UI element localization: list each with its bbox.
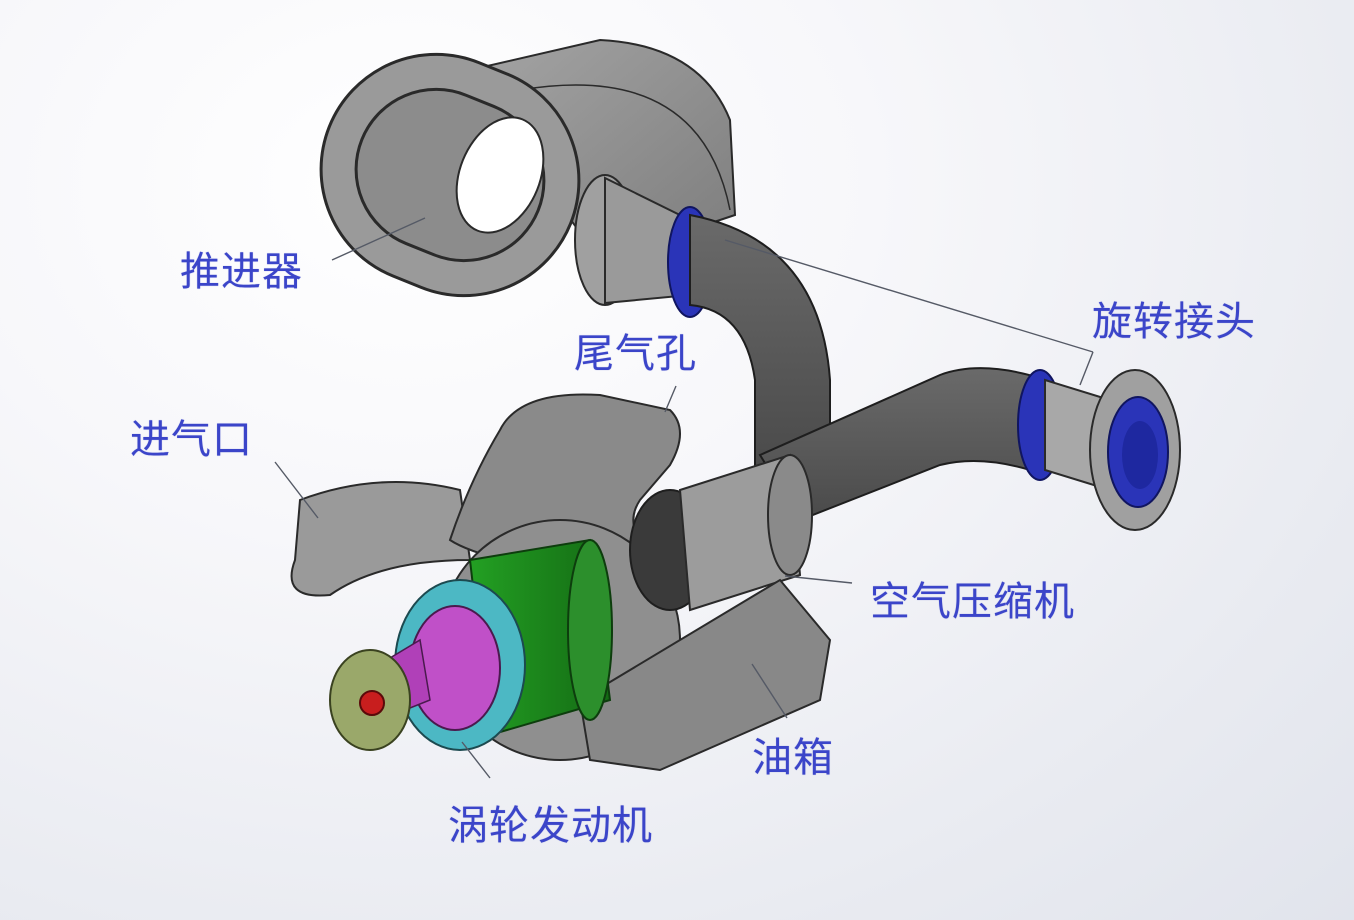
label-air-compressor: 空气压缩机 [870, 579, 1075, 625]
label-rotary-joint: 旋转接头 [1092, 299, 1256, 345]
label-exhaust-port: 尾气孔 [574, 331, 697, 377]
label-oil-tank: 油箱 [752, 735, 834, 781]
leader-line-oil-tank [751, 663, 788, 719]
label-thruster: 推进器 [180, 249, 303, 295]
air-compressor-part [629, 453, 813, 612]
leader-line-rotary-joint-b [1079, 351, 1094, 386]
thruster-coupling [574, 174, 713, 318]
leader-line-thruster [331, 217, 426, 261]
turbine-engine-part [329, 538, 613, 751]
leader-line-rotary-joint-a [724, 239, 1094, 353]
leader-line-air-intake [274, 461, 319, 519]
leader-line-exhaust-port [664, 385, 677, 413]
leader-lines [274, 217, 1094, 779]
label-air-intake: 进气口 [130, 417, 253, 463]
air-intake-part [290, 481, 472, 597]
leader-line-air-compressor [784, 575, 853, 584]
oil-tank-part [578, 578, 832, 772]
rotary-joint-part [1017, 369, 1181, 531]
leader-line-turbine-engine [461, 741, 491, 779]
upper-dark-pipe [689, 213, 831, 472]
label-turbine-engine: 涡轮发动机 [448, 803, 653, 849]
